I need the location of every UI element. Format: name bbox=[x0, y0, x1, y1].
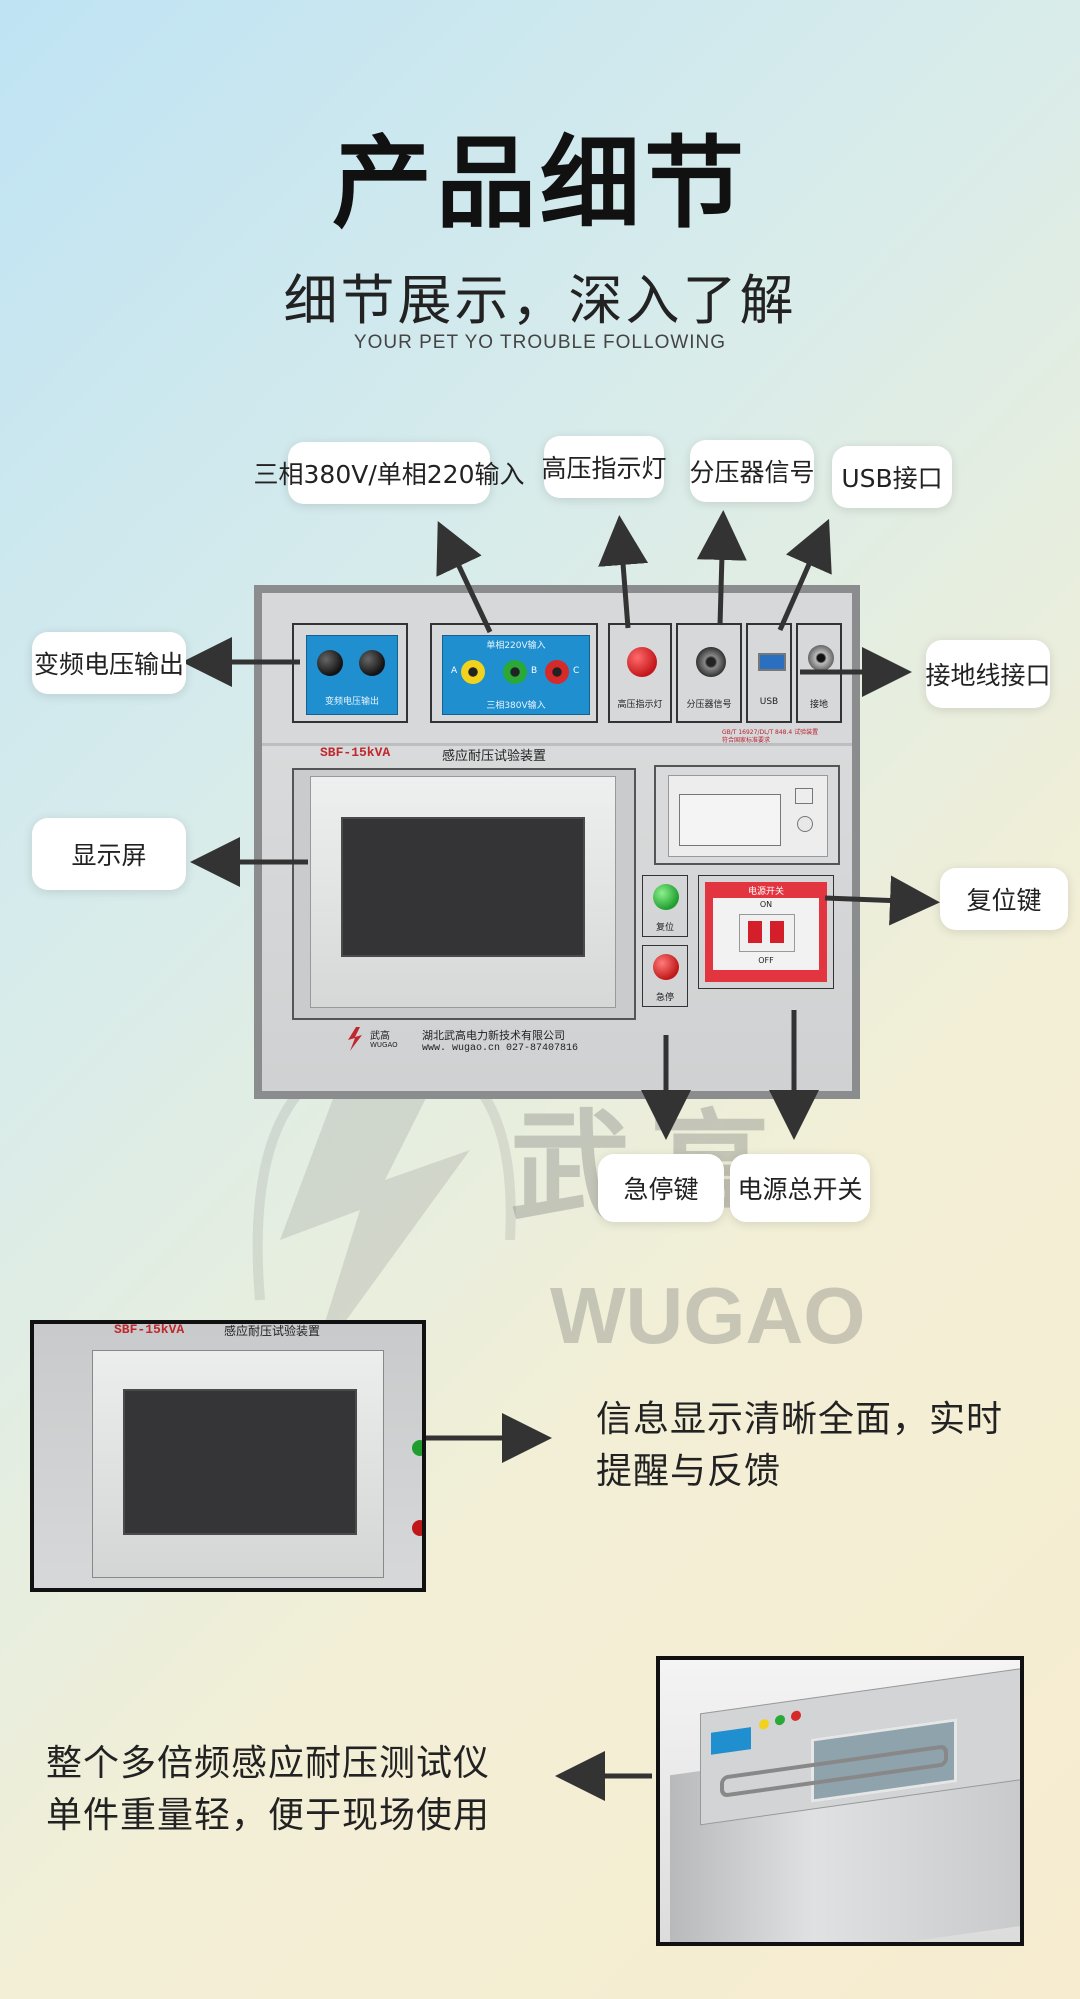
phase-a-label: A bbox=[451, 666, 458, 676]
vf-output-module: 变频电压输出 bbox=[292, 623, 408, 723]
divider-connector-icon[interactable] bbox=[696, 647, 726, 677]
callout-hv-light: 高压指示灯 bbox=[542, 436, 667, 498]
device-overview-photo bbox=[656, 1656, 1024, 1946]
standard-note-2: 符合国家标准要求 bbox=[722, 737, 771, 744]
estop-button[interactable] bbox=[653, 954, 679, 980]
panel-device-name: 感应耐压试验装置 bbox=[442, 749, 547, 764]
power-switch-housing: 电源开关 ON OFF bbox=[705, 882, 827, 982]
usb-port-icon[interactable] bbox=[758, 653, 786, 671]
watermark-en: WUGAO bbox=[550, 1271, 866, 1360]
panel-brand-cn: 武高 bbox=[370, 1031, 390, 1042]
phase-a-jack-icon[interactable] bbox=[461, 660, 485, 684]
printer bbox=[654, 765, 840, 865]
callout-reset: 复位键 bbox=[940, 868, 1068, 930]
section2-text-1: 信息显示清晰全面，实时 bbox=[596, 1399, 1004, 1440]
divider-panel-label: 分压器信号 bbox=[686, 700, 732, 710]
vf-terminal-2-icon[interactable] bbox=[359, 650, 385, 676]
hv-light-module: 高压指示灯 bbox=[608, 623, 672, 723]
power-off-label: OFF bbox=[758, 956, 774, 965]
photo-lcd bbox=[123, 1389, 357, 1535]
hv-indicator-light-icon bbox=[627, 647, 657, 677]
reset-module: 复位 bbox=[642, 875, 688, 937]
phase-c-jack-icon[interactable] bbox=[545, 660, 569, 684]
usb-panel-label: USB bbox=[759, 697, 779, 707]
display-frame bbox=[292, 768, 636, 1020]
panel-company: 湖北武高电力新技术有限公司 bbox=[422, 1029, 565, 1042]
printer-slot bbox=[668, 775, 828, 857]
usb-module: USB bbox=[746, 623, 792, 723]
input-bottom-label: 三相380V输入 bbox=[486, 701, 546, 711]
estop-panel-label: 急停 bbox=[655, 993, 674, 1003]
callout-display: 显示屏 bbox=[32, 818, 186, 890]
section2-text-2: 提醒与反馈 bbox=[596, 1451, 782, 1492]
input-module: 单相220V输入 A B C 三相380V输入 bbox=[430, 623, 598, 723]
photo-device-name: 感应耐压试验装置 bbox=[224, 1324, 321, 1338]
ground-module: 接地 bbox=[796, 623, 842, 723]
standard-note-1: GB/T 16927/DL/T 848.4 试验装置 bbox=[722, 729, 819, 736]
callout-power: 电源总开关 bbox=[730, 1154, 870, 1222]
vf-terminal-1-icon[interactable] bbox=[317, 650, 343, 676]
callout-ground: 接地线接口 bbox=[926, 640, 1051, 708]
display-closeup-photo: SBF-15kVA 感应耐压试验装置 bbox=[30, 1320, 426, 1592]
panel-brand-en: WUGAO bbox=[370, 1041, 398, 1049]
panel-model: SBF-15kVA bbox=[320, 745, 391, 760]
brand-logo-icon bbox=[344, 1027, 366, 1051]
english-tagline: YOUR PET YO TROUBLE FOLLOWING bbox=[353, 332, 727, 353]
hv-light-panel-label: 高压指示灯 bbox=[617, 700, 663, 710]
photo-model-label: SBF-15kVA bbox=[114, 1322, 185, 1337]
panel-contact: www. wugao.cn 027-87407816 bbox=[422, 1043, 579, 1054]
power-on-label: ON bbox=[759, 900, 773, 909]
reset-panel-label: 复位 bbox=[655, 923, 674, 933]
power-switch-title: 电源开关 bbox=[747, 887, 784, 897]
phase-b-jack-icon[interactable] bbox=[503, 660, 527, 684]
divider-module: 分压器信号 bbox=[676, 623, 742, 723]
section3-text-2: 单件重量轻，便于现场使用 bbox=[46, 1795, 491, 1836]
phase-b-label: B bbox=[531, 666, 538, 676]
page-title: 产品细节 bbox=[332, 125, 748, 242]
control-panel: 变频电压输出 单相220V输入 A B C 三相380V输入 高压指示灯 分 bbox=[254, 585, 860, 1099]
power-switch-module: 电源开关 ON OFF bbox=[698, 875, 834, 989]
callout-divider: 分压器信号 bbox=[690, 440, 815, 502]
ground-panel-label: 接地 bbox=[809, 700, 828, 710]
callout-usb: USB接口 bbox=[832, 446, 952, 508]
callout-estop: 急停键 bbox=[598, 1154, 724, 1222]
display-screen[interactable] bbox=[341, 817, 585, 957]
display-bezel bbox=[310, 776, 616, 1008]
reset-button[interactable] bbox=[653, 884, 679, 910]
input-top-label: 单相220V输入 bbox=[486, 641, 546, 651]
ground-terminal-icon[interactable] bbox=[808, 645, 834, 671]
estop-module: 急停 bbox=[642, 945, 688, 1007]
callout-vf-output: 变频电压输出 bbox=[32, 632, 186, 694]
vf-output-panel-label: 变频电压输出 bbox=[324, 697, 379, 707]
phase-c-label: C bbox=[573, 666, 580, 676]
page-subtitle: 细节展示，深入了解 bbox=[283, 269, 797, 332]
section3-text-1: 整个多倍频感应耐压测试仪 bbox=[46, 1743, 491, 1784]
printer-feed-button-icon[interactable] bbox=[797, 816, 813, 832]
power-breaker-switch[interactable] bbox=[739, 914, 795, 952]
callout-input: 三相380V/单相220输入 bbox=[254, 442, 524, 504]
photo-bezel bbox=[92, 1350, 384, 1578]
